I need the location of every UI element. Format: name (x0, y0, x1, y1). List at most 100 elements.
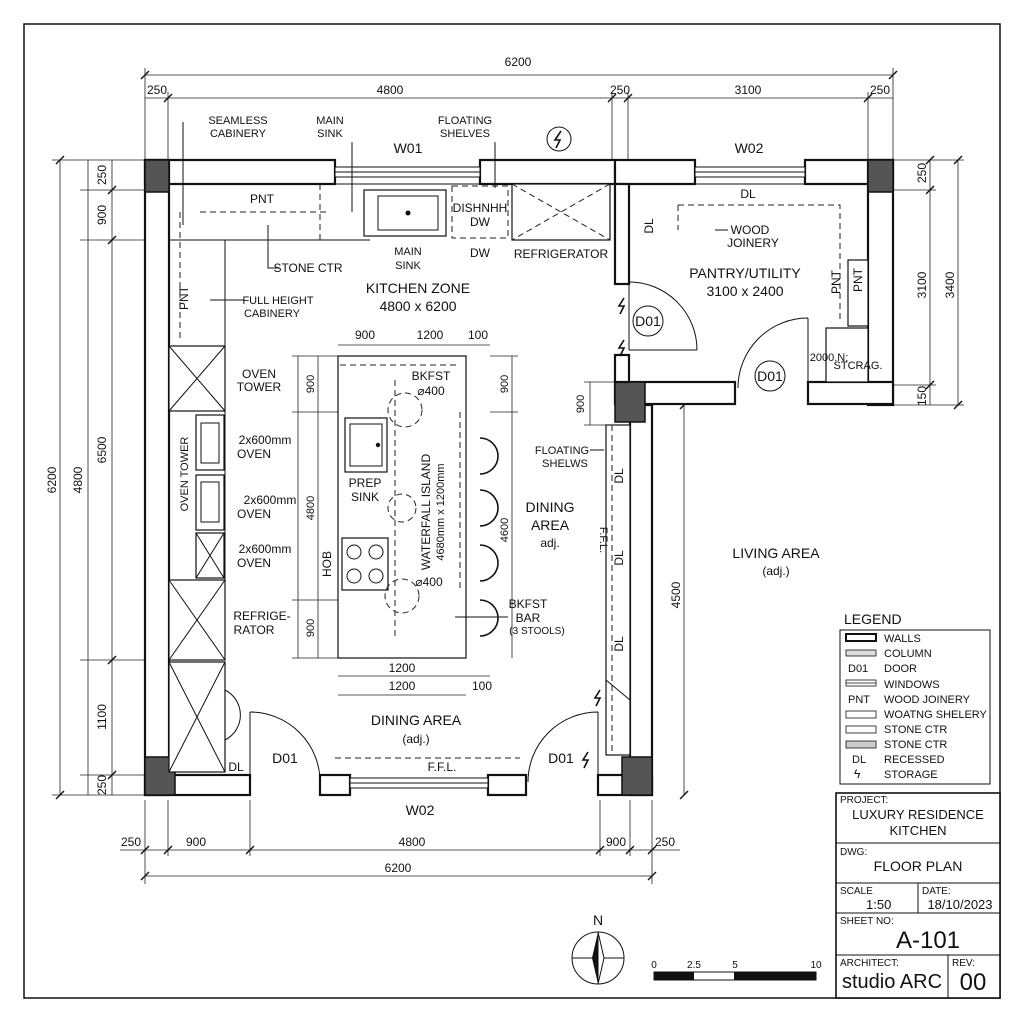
pantry-size: 3100 x 2400 (706, 283, 783, 299)
waterfall-island-label: WATERFALL ISLAND (419, 454, 433, 571)
floating-shelves-right-label-1: FLOATING (535, 445, 589, 457)
main-sink-label-1: MAIN (394, 246, 422, 258)
refrigerator-label-1: REFRIGE- (233, 609, 290, 623)
pnt-pantry-a-label: PNT (829, 269, 843, 294)
oven-tower-label-2: TOWER (237, 380, 282, 394)
dl-pantry-left-label: DL (642, 218, 656, 234)
legend-item: D01 DOOR (848, 663, 917, 675)
project-name-2: KITCHEN (889, 823, 946, 838)
dim-top-250a: 250 (147, 83, 167, 97)
scale-bar: 0 2.5 5 10 (651, 960, 822, 981)
legend-item: WINDOWS (845, 679, 940, 691)
prep-sink-label-2: SINK (351, 490, 379, 504)
living-area-label-2: (adj.) (762, 564, 789, 578)
dim-top-250c: 250 (870, 83, 890, 97)
dim-left-250b: 250 (95, 775, 109, 795)
dim-left-250a: 250 (95, 165, 109, 185)
dishwasher-label-2: DW (470, 215, 491, 229)
walls (143, 158, 895, 797)
dim-bottom-900b: 900 (606, 835, 626, 849)
left-dimensions: 6200 4800 250 900 6500 1100 250 (45, 155, 145, 800)
d01-pantry-label: D01 (757, 368, 783, 384)
dl-right-label-3: DL (612, 636, 626, 652)
oven-tower-vertical-label: OVEN TOWER (179, 437, 191, 512)
island-dim-v900a: 900 (305, 375, 317, 393)
island-dim-b100: 100 (472, 679, 492, 693)
title-block: PROJECT: LUXURY RESIDENCE KITCHEN DWG: F… (835, 792, 1001, 999)
storage-label-b: STCRAG. (834, 360, 883, 372)
legend-item-label: WOATNG SHELERY (884, 709, 988, 721)
dl-right-label-1: DL (612, 468, 626, 484)
pantry-small-dim: 900 (575, 381, 615, 426)
d01-bottom-right-label: D01 (548, 750, 574, 766)
dim-left-4800: 4800 (71, 466, 85, 493)
stone-ctr-label: STONE CTR (273, 261, 342, 275)
dim-bottom-overall: 6200 (385, 861, 412, 875)
kitchen-zone-title: KITCHEN ZONE (366, 280, 470, 296)
north-arrow: N (571, 912, 625, 985)
bottom-dimensions: 250 900 4800 900 250 6200 (120, 800, 680, 884)
d01-bottom-left-label: D01 (272, 750, 298, 766)
annotations: SEAMLESS CABINERY MAIN SINK FLOATING SHE… (177, 115, 882, 774)
bkfst-bar-label-3: (3 STOOLS) (509, 626, 564, 637)
waterfall-island: 900 1200 100 900 4800 900 900 4600 1200 … (292, 328, 518, 696)
dim-left-6500: 6500 (95, 436, 109, 463)
legend-item-label: WINDOWS (884, 679, 940, 691)
legend-item-symbol: D01 (848, 663, 868, 675)
legend-item: ϟ STORAGE (854, 767, 938, 781)
legend-item: COLUMN (845, 648, 932, 660)
island-dim-b1200b: 1200 (389, 679, 416, 693)
dishwasher-label-1: DISHNHH (453, 201, 508, 215)
dining-area-right-label-1: DINING (526, 499, 575, 515)
refrigerator-label-2: RATOR (234, 623, 275, 637)
pnt-pantry-b-label: PNT (851, 267, 865, 292)
architect-name: studio ARC (842, 971, 942, 993)
dim-left-6200: 6200 (45, 466, 59, 493)
legend-item-label: STORAGE (884, 769, 938, 781)
ffl-vertical-label: F.F.L. (597, 527, 609, 553)
bkfst-bar-label-2: BAR (516, 611, 541, 625)
living-area-label-1: LIVING AREA (732, 545, 820, 561)
dw-label: DW (470, 246, 491, 260)
legend-item-symbol: DL (852, 754, 866, 766)
dim-top-4800: 4800 (377, 83, 404, 97)
north-label: N (593, 912, 603, 928)
legend-item-label: STONE CTR (884, 724, 947, 736)
project-name-1: LUXURY RESIDENCE (852, 807, 984, 822)
scale-label: SCALE (840, 886, 873, 897)
island-dim-r4600: 4600 (499, 518, 511, 542)
legend: LEGEND WALLS COLUMN D01 DOOR WINDOWS PNT… (839, 611, 991, 785)
prep-sink-label-1: PREP (349, 476, 382, 490)
kitchen-joinery (168, 126, 615, 773)
legend-item-label: DOOR (884, 663, 917, 675)
scale-bar-tick-3: 10 (810, 960, 822, 971)
legend-item-label: RECESSED (884, 754, 945, 766)
oven-3-label-2: OVEN (237, 556, 271, 570)
pnt-top-label: PNT (250, 192, 275, 206)
legend-item: WOATNG SHELERY (845, 709, 988, 721)
legend-item-symbol: PNT (848, 694, 870, 706)
bkfst-bar-label-1: BKFST (509, 597, 548, 611)
dl-right-label-2: DL (612, 550, 626, 566)
window-w01-label: W01 (394, 140, 423, 156)
dim-bottom-250b: 250 (655, 835, 675, 849)
dining-area-bottom-label-1: DINING AREA (371, 712, 462, 728)
scale-value: 1:50 (866, 897, 891, 912)
date-label: DATE: (922, 886, 951, 897)
kitchen-zone-size: 4800 x 6200 (379, 298, 456, 314)
window-w02-top-label: W02 (735, 140, 764, 156)
island-dim-v4800: 4800 (305, 496, 317, 520)
legend-title: LEGEND (844, 611, 902, 627)
sheet-label: SHEET NO: (840, 916, 894, 927)
sheet-border (23, 23, 1001, 999)
ffl-bottom-label: F.F.L. (428, 760, 457, 774)
sheet-number: A-101 (896, 927, 960, 954)
legend-item-label: WOOD JOINERY (884, 694, 971, 706)
window-w02-bottom-label: W02 (406, 802, 435, 818)
dwg-label: DWG: (840, 847, 867, 858)
dining-area-bottom-label-2: (adj.) (402, 732, 429, 746)
oven-3-label-1: 2x600mm (239, 542, 292, 556)
rev-label: REV: (952, 958, 975, 969)
legend-item-label: WALLS (884, 633, 921, 645)
